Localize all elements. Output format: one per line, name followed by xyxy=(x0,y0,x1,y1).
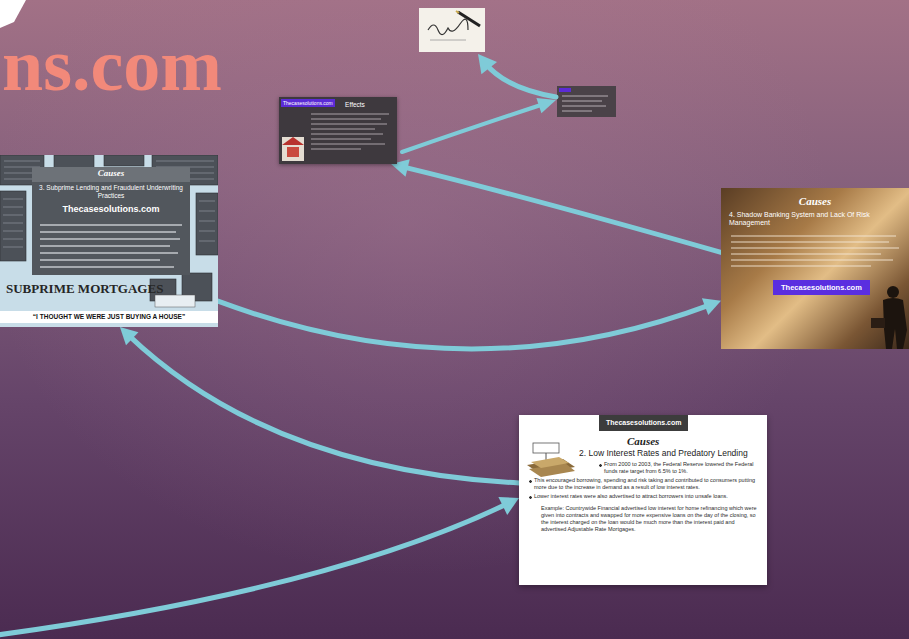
slide-title: 4. Shadow Banking System and Lack Of Ris… xyxy=(729,211,901,228)
slide-illustration xyxy=(279,97,397,164)
arrow-head xyxy=(120,327,139,345)
bullet-text: From 2000 to 2003, the Federal Reserve l… xyxy=(597,461,761,475)
subprime-illustration xyxy=(0,155,218,327)
slide-box: Causes 4. Shadow Banking System and Lack … xyxy=(721,188,909,349)
corner-shape xyxy=(0,0,26,28)
watermark-text: Thecasesolutions.com xyxy=(32,204,190,215)
arrow-line xyxy=(218,301,711,349)
slide-title: 2. Low Interest Rates and Predatory Lend… xyxy=(579,448,765,458)
arrow-line xyxy=(402,167,721,253)
path-arrow xyxy=(0,54,556,636)
slide-box: Thecasesolutions.comCauses2. Low Interes… xyxy=(519,415,767,585)
flow-arrow xyxy=(218,298,721,349)
arrow-line xyxy=(128,335,519,483)
tab-label: Thecasesolutions.com xyxy=(599,415,688,431)
image-caption: SUBPRIME MORTGAGES xyxy=(6,281,163,297)
slide-box: Causes 3. Subprime Lending and Fraudulent… xyxy=(0,155,218,327)
slide-box: Thecasesolutions.comEffects xyxy=(279,97,397,164)
slide-heading: Effects xyxy=(315,101,395,109)
slide-heading: Causes xyxy=(627,435,659,448)
tag-label: Thecasesolutions.com xyxy=(281,99,335,107)
bullet-text: This encouraged borrowing, spending and … xyxy=(527,477,761,491)
flow-arrow xyxy=(391,159,721,252)
slide-heading: Causes xyxy=(32,168,190,179)
example-text: Example: Countrywide Financial advertise… xyxy=(541,505,761,533)
slide-title: 3. Subprime Lending and Fraudulent Under… xyxy=(36,184,186,200)
link-button: Thecasesolutions.com xyxy=(773,280,870,295)
slide-heading: Causes xyxy=(721,195,909,208)
slide-thumbnail xyxy=(557,86,616,117)
signature-image xyxy=(419,8,485,52)
bullet-text: Lower interest rates were also advertise… xyxy=(527,493,761,500)
arrow-head xyxy=(702,298,721,315)
title-text: ns.com xyxy=(2,28,222,102)
quote-caption: “I THOUGHT WE WERE JUST BUYING A HOUSE” xyxy=(0,311,218,323)
